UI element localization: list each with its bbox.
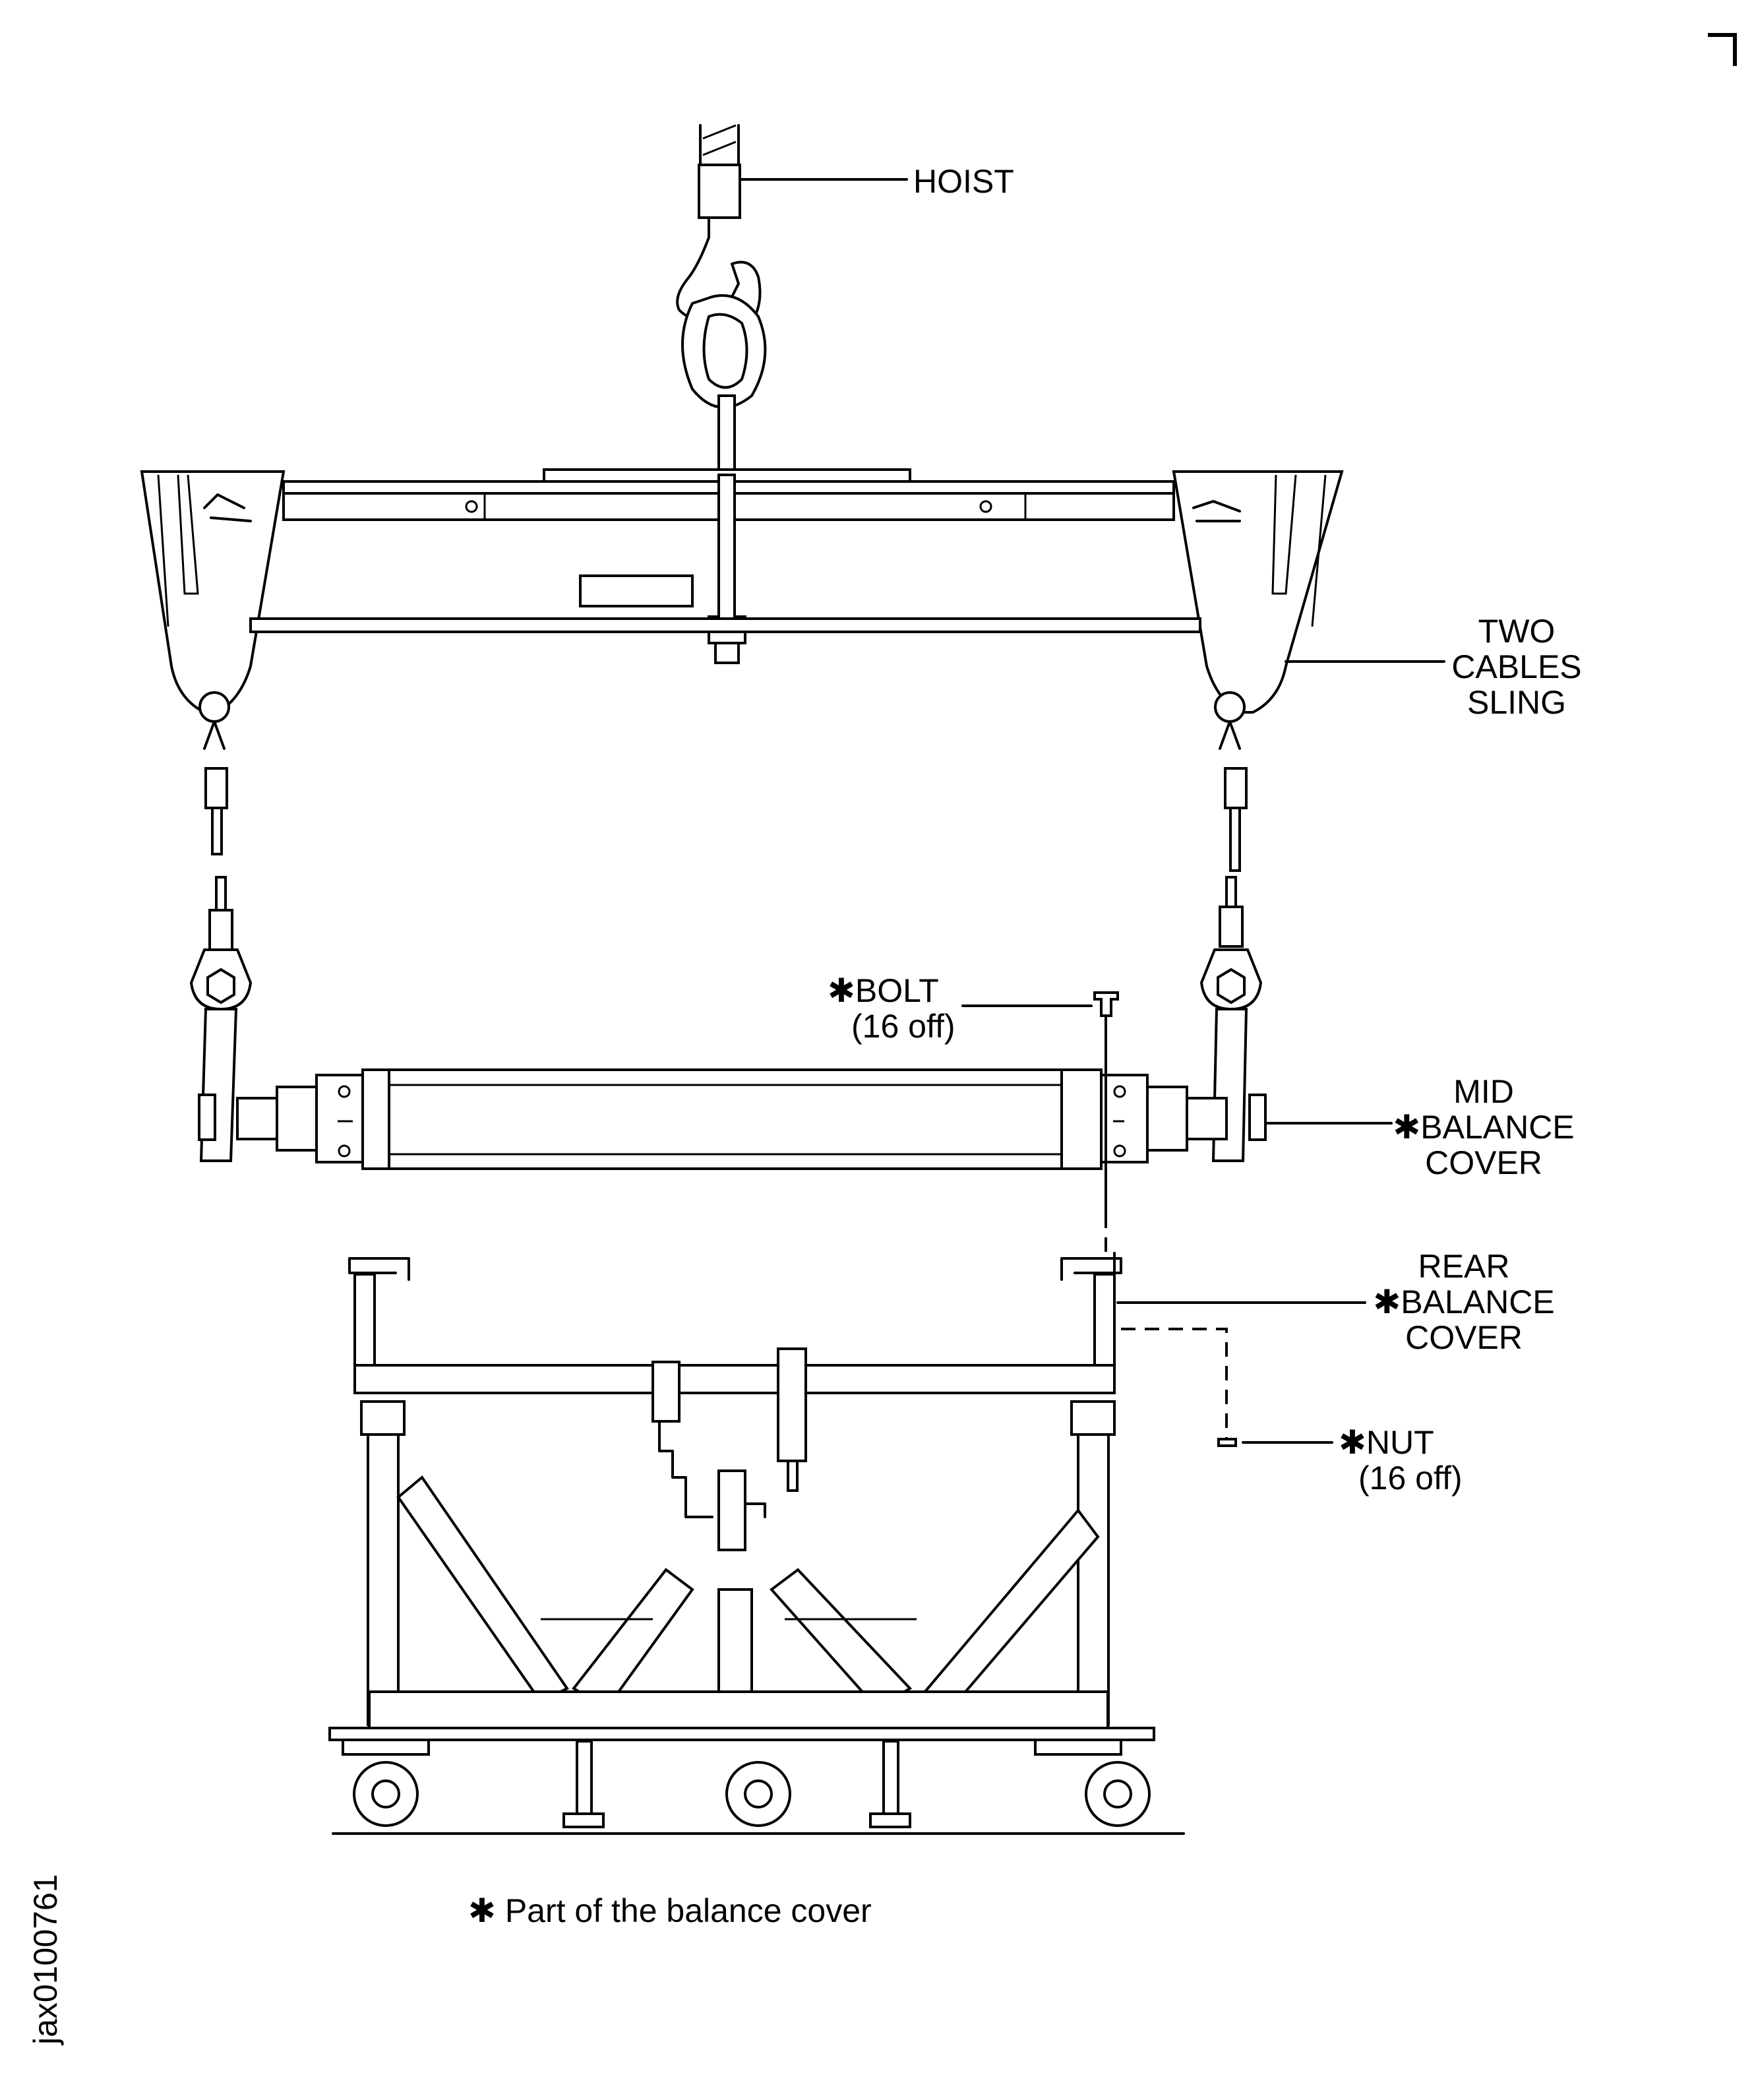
mid-balance-cover — [198, 1068, 1267, 1170]
bolt-name: BOLT — [855, 972, 939, 1009]
corner-mark — [1708, 33, 1737, 66]
two-cables-sling-line-3: SLING — [1467, 684, 1567, 721]
mid-balance-cover-line-3: COVER — [1425, 1144, 1542, 1181]
rear-balance-cover-line-2: BALANCE — [1401, 1283, 1555, 1320]
two-cables-sling-label: TWO CABLES SLING — [1431, 613, 1602, 720]
bolt-label: ✱BOLT (16 off) — [828, 973, 955, 1044]
rear-balance-cover-stand — [328, 1257, 1185, 1835]
footnote: ✱ Part of the balance cover — [468, 1893, 872, 1929]
rear-balance-cover-line-1: REAR — [1418, 1248, 1510, 1285]
two-cables-sling-line-2: CABLES — [1451, 648, 1582, 685]
nut-quantity: (16 off) — [1358, 1460, 1463, 1497]
nut-label: ✱NUT (16 off) — [1339, 1425, 1463, 1496]
mid-balance-cover-line-2: BALANCE — [1420, 1109, 1575, 1146]
cable-slings — [189, 767, 1263, 1162]
leader-lines — [739, 178, 1445, 1444]
two-cables-sling-line-1: TWO — [1478, 613, 1556, 650]
asterisk-mark: ✱ — [1373, 1283, 1401, 1320]
mid-balance-cover-label: MID ✱BALANCE COVER — [1385, 1074, 1583, 1181]
rear-balance-cover-label: REAR ✱BALANCE COVER — [1365, 1249, 1563, 1355]
asterisk-mark: ✱ — [1393, 1109, 1421, 1146]
asterisk-mark: ✱ — [1339, 1424, 1366, 1461]
nut-name: NUT — [1366, 1424, 1434, 1461]
bolt-quantity: (16 off) — [851, 1008, 955, 1045]
mid-balance-cover-line-1: MID — [1453, 1073, 1514, 1110]
footnote-text: Part of the balance cover — [504, 1892, 872, 1929]
rear-balance-cover-line-3: COVER — [1405, 1319, 1523, 1356]
hoist-label: HOIST — [913, 163, 1014, 200]
asterisk-mark: ✱ — [468, 1892, 496, 1929]
sling-frame — [140, 468, 1344, 750]
figure-id: jax0100761 — [27, 1874, 64, 2045]
asterisk-mark: ✱ — [828, 972, 855, 1009]
